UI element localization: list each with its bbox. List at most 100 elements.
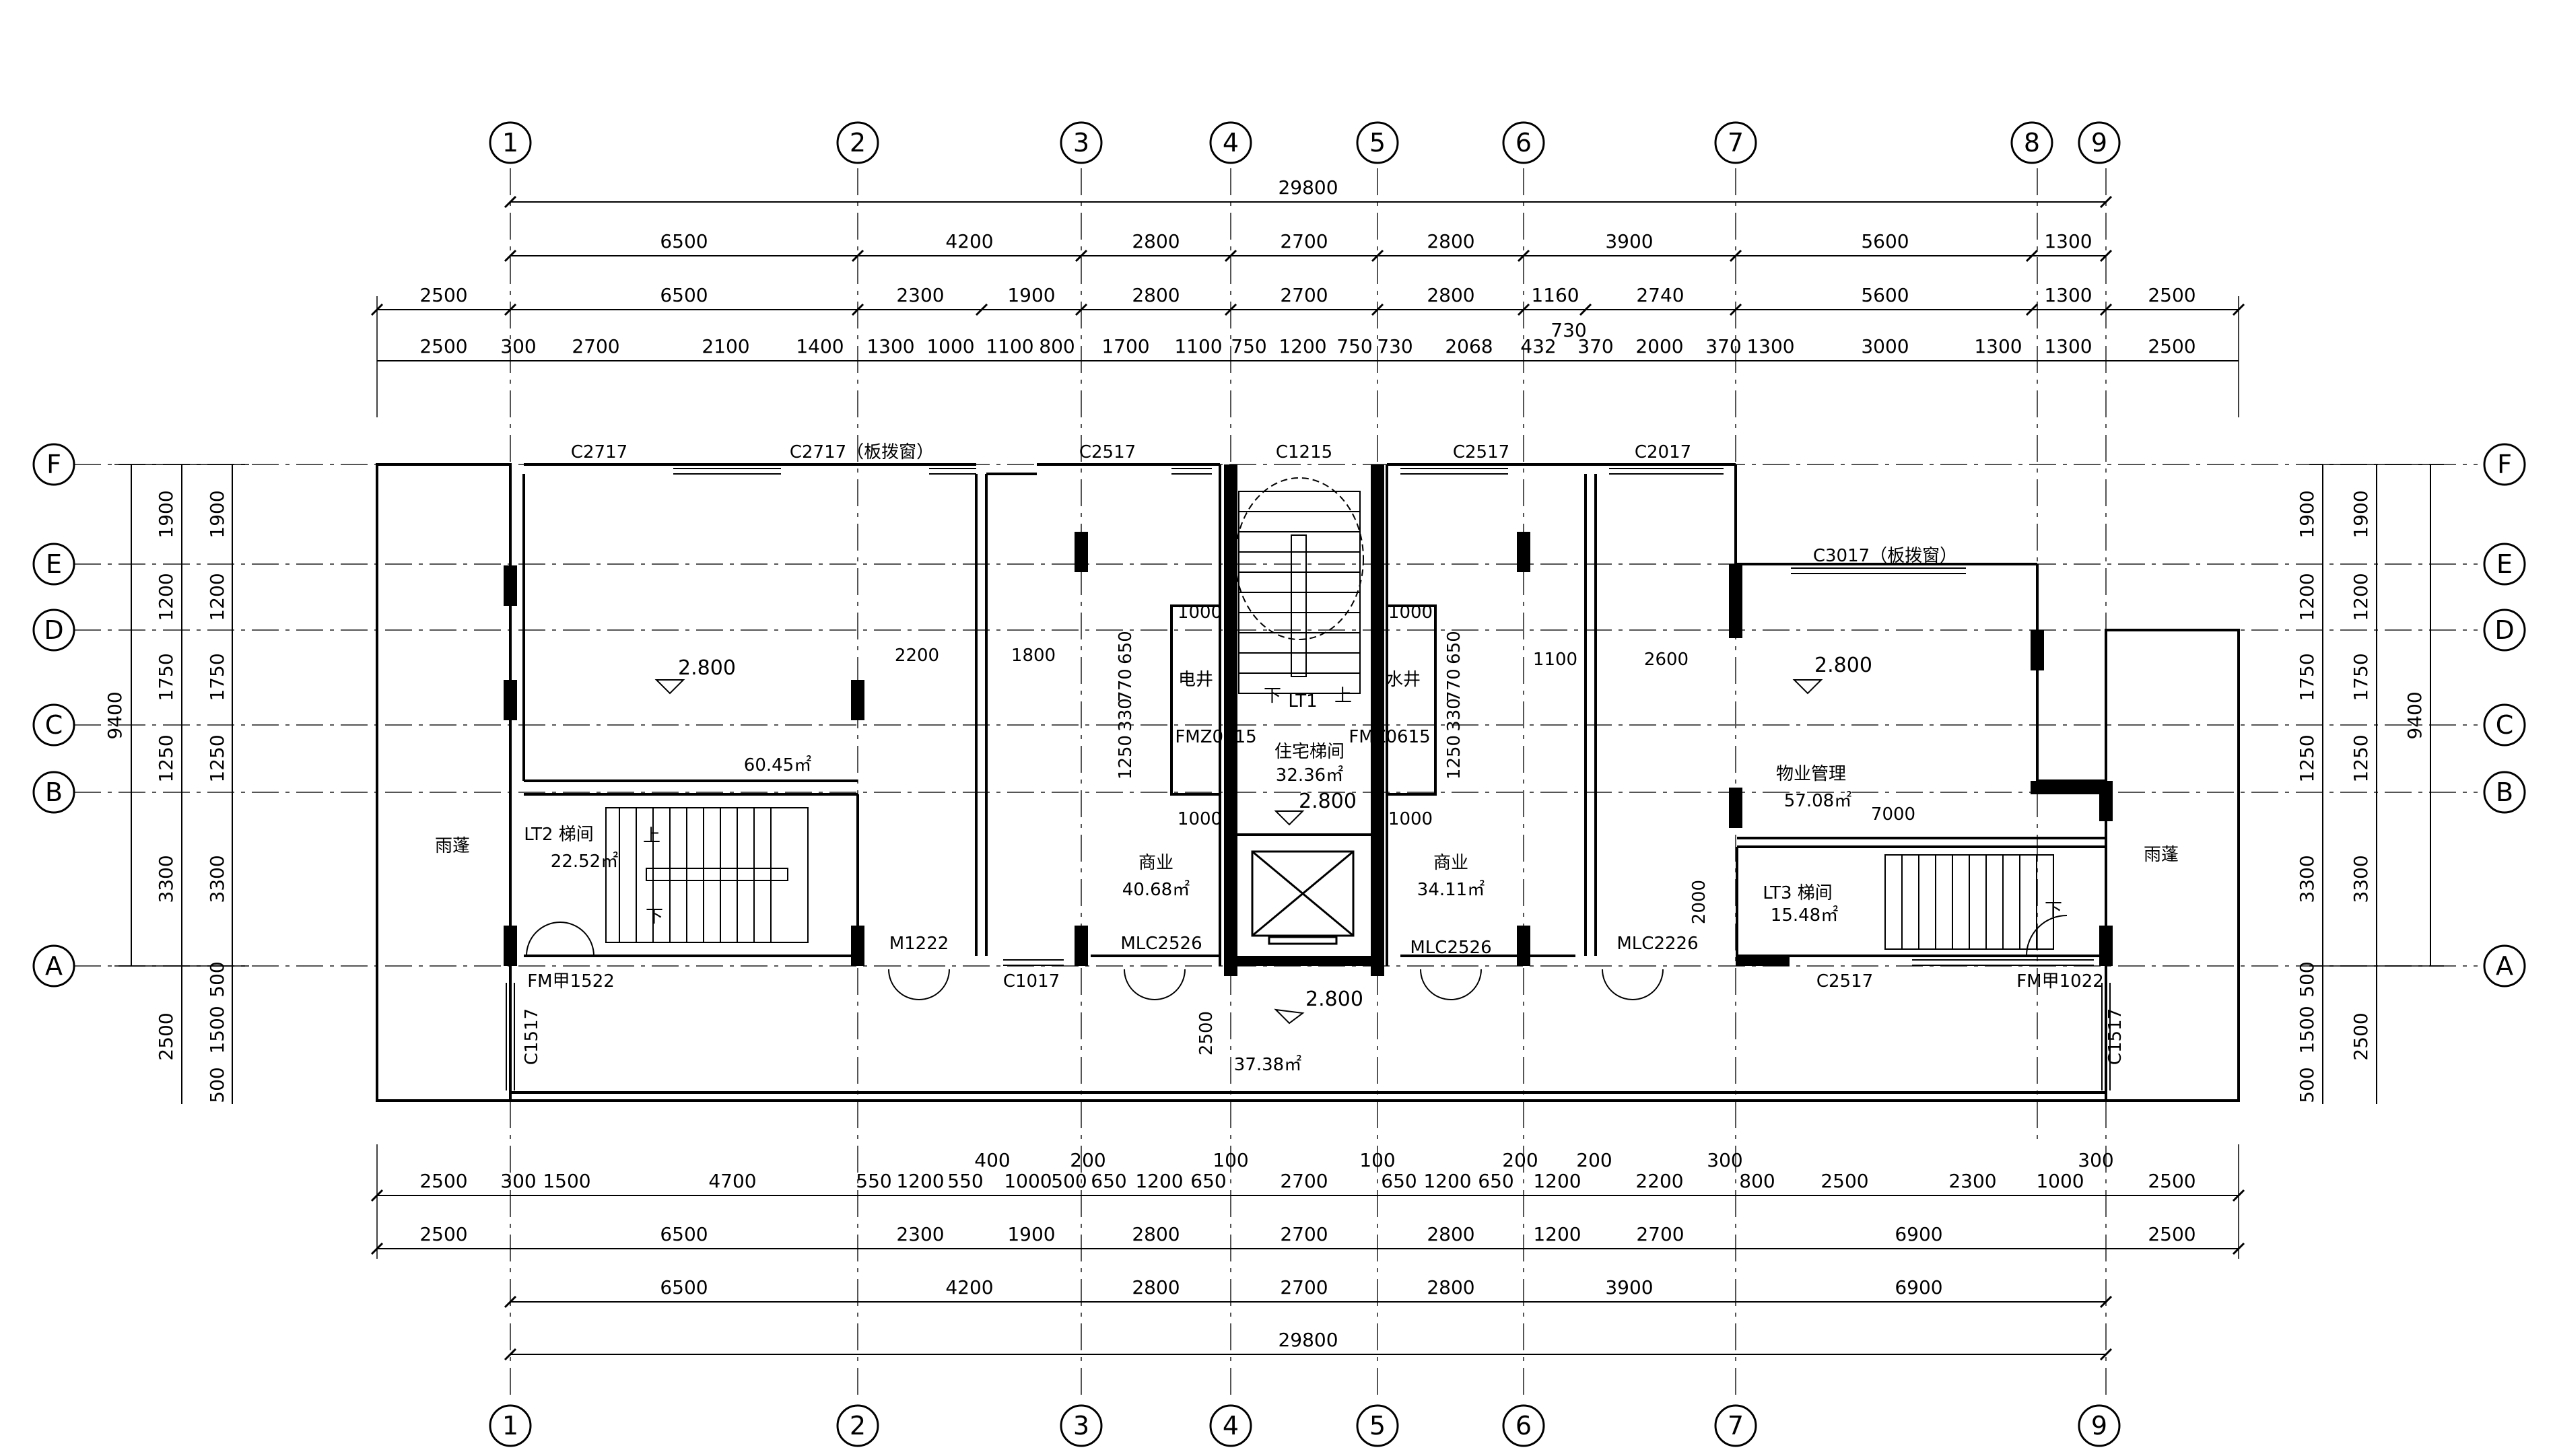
dim-bottom-small: 400 [974, 1149, 1010, 1171]
interior-dim: 770 [1444, 668, 1464, 702]
dim-bottom-r2: 6900 [1895, 1223, 1942, 1245]
door-swings [526, 915, 2068, 1000]
dim-bottom-small: 200 [1576, 1149, 1612, 1171]
interior-dim: 7000 [1871, 804, 1915, 825]
room-lt1: LT1 [1288, 691, 1317, 712]
door-fm1522: FM甲1522 [527, 971, 615, 992]
door-mlc2526: MLC2526 [1120, 934, 1202, 954]
room-front-area: 37.38㎡ [1234, 1055, 1301, 1075]
dim-bottom-r1: 2700 [1280, 1170, 1328, 1192]
interior-dim: 2600 [1644, 650, 1689, 670]
dim-right-outer: 2500 [2350, 1012, 2372, 1060]
dim-left-inner: 500 [206, 1067, 228, 1103]
room-mgmt-area: 57.08㎡ [1784, 791, 1851, 811]
dim-right-total: 9400 [2404, 691, 2426, 739]
axis-E-right: E [2496, 549, 2513, 579]
axis-A-left: A [45, 951, 63, 981]
interior-dim: 1000 [1388, 809, 1433, 829]
dim-bottom-r2: 2500 [419, 1223, 467, 1245]
dim-top-r3: 1300 [2044, 335, 2092, 357]
dim-top-r3: 300 [500, 335, 536, 357]
window-c2517: C2517 [1816, 971, 1873, 992]
axis-8-top: 8 [2024, 128, 2040, 158]
window-c2017: C2017 [1635, 442, 1691, 462]
room-lt2-area: 22.52㎡ [551, 852, 618, 872]
axis-F-right: F [2497, 450, 2512, 479]
dim-left-outer: 1900 [155, 490, 177, 538]
elevation-mark: 2.800 [1299, 790, 1357, 813]
dim-bottom-r2: 2800 [1427, 1223, 1474, 1245]
stair-down-label: 下 [1264, 686, 1281, 706]
dim-top-r2: 1160 [1531, 284, 1579, 306]
dim-bottom-small: 100 [1213, 1149, 1248, 1171]
dim-top-r3: 3000 [1861, 335, 1909, 357]
dim-top-r3: 1300 [1746, 335, 1794, 357]
dim-right-inner: 500 [2296, 1067, 2318, 1103]
dim-top-r1: 4200 [945, 230, 993, 252]
room-canopy-right: 雨蓬 [2144, 845, 2179, 865]
dim-bottom-r3: 2700 [1280, 1276, 1328, 1298]
dim-bottom-r3: 4200 [945, 1276, 993, 1298]
dim-left-inner: 3300 [206, 855, 228, 903]
interior-dim: 330 [1444, 698, 1464, 732]
dim-bottom-small: 300 [1707, 1149, 1742, 1171]
dim-top-r1: 6500 [660, 230, 708, 252]
dim-top-r3: 432 [1520, 335, 1556, 357]
dim-top-r3: 800 [1039, 335, 1075, 357]
interior-dim: 1000 [1178, 602, 1222, 623]
axis-B-right: B [2496, 777, 2513, 807]
dim-bottom-r3: 3900 [1605, 1276, 1653, 1298]
axis-5-bottom: 5 [1369, 1411, 1386, 1441]
door-fmz0615: FMZ0615 [1349, 727, 1430, 747]
axis-1-bottom: 1 [502, 1411, 518, 1441]
dim-bottom-small: 200 [1502, 1149, 1538, 1171]
dim-top-r3: 1700 [1101, 335, 1149, 357]
dim-bottom-r1: 550 [947, 1170, 983, 1192]
stairs [605, 477, 2054, 950]
room-lt3-area: 15.48㎡ [1771, 905, 1838, 926]
dim-top-r3: 1200 [1279, 335, 1326, 357]
dim-right-outer: 1900 [2350, 490, 2372, 538]
window-c1215: C1215 [1276, 442, 1332, 462]
door-mlc2226: MLC2226 [1616, 934, 1698, 954]
axis-9-top: 9 [2091, 128, 2107, 158]
dim-top-r3: 750 [1231, 335, 1266, 357]
axis-D-left: D [44, 615, 63, 645]
dim-top-r3: 1100 [1174, 335, 1222, 357]
axis-4-bottom: 4 [1223, 1411, 1239, 1441]
window-c2717-pull: C2717（板拨窗） [790, 442, 934, 462]
room-shop2-name: 商业 [1433, 853, 1468, 873]
stair-up-label: 上 [1334, 686, 1352, 706]
room-hall-area: 60.45㎡ [744, 755, 811, 775]
dim-top-r2: 2700 [1280, 284, 1328, 306]
interior-dim: 1000 [1388, 602, 1433, 623]
dim-top-r1: 2800 [1427, 230, 1474, 252]
dim-top-r2: 1900 [1007, 284, 1055, 306]
dim-top-extra: 730 [1551, 319, 1586, 341]
dim-top-r3: 730 [1377, 335, 1412, 357]
dim-bottom-r1: 650 [1190, 1170, 1226, 1192]
dim-top-r1: 1300 [2044, 230, 2092, 252]
dim-top-r2: 2300 [896, 284, 944, 306]
dim-top-r2: 2500 [2148, 284, 2195, 306]
walls [376, 463, 2240, 1102]
dimension-lines [131, 201, 2431, 1355]
dim-left-inner: 1250 [206, 734, 228, 782]
axis-A-right: A [2496, 951, 2513, 981]
dim-top-total: 29800 [1278, 176, 1338, 199]
dim-right-outer: 1200 [2350, 573, 2372, 621]
elevator-shaft [1251, 850, 1355, 945]
axis-2-bottom: 2 [850, 1411, 866, 1441]
axis-bubble-labels: 1 2 3 4 5 6 7 8 9 1 2 3 4 5 6 7 9 F E D … [44, 128, 2514, 1441]
door-fm1022: FM甲1022 [2016, 971, 2104, 992]
interior-dim: 650 [1116, 631, 1136, 664]
door-labels: FM甲1522 M1222 MLC2526 MLC2526 MLC2226 FM… [527, 727, 2104, 992]
dim-right-inner: 500 [2296, 961, 2318, 997]
stair-down-label: 下 [646, 907, 663, 927]
axis-E-left: E [46, 549, 62, 579]
dim-top-r3: 1300 [866, 335, 914, 357]
dim-bottom-r2: 1200 [1533, 1223, 1581, 1245]
dim-top-r2: 5600 [1861, 284, 1909, 306]
dim-bottom-r1: 550 [856, 1170, 891, 1192]
axis-C-left: C [45, 710, 63, 740]
